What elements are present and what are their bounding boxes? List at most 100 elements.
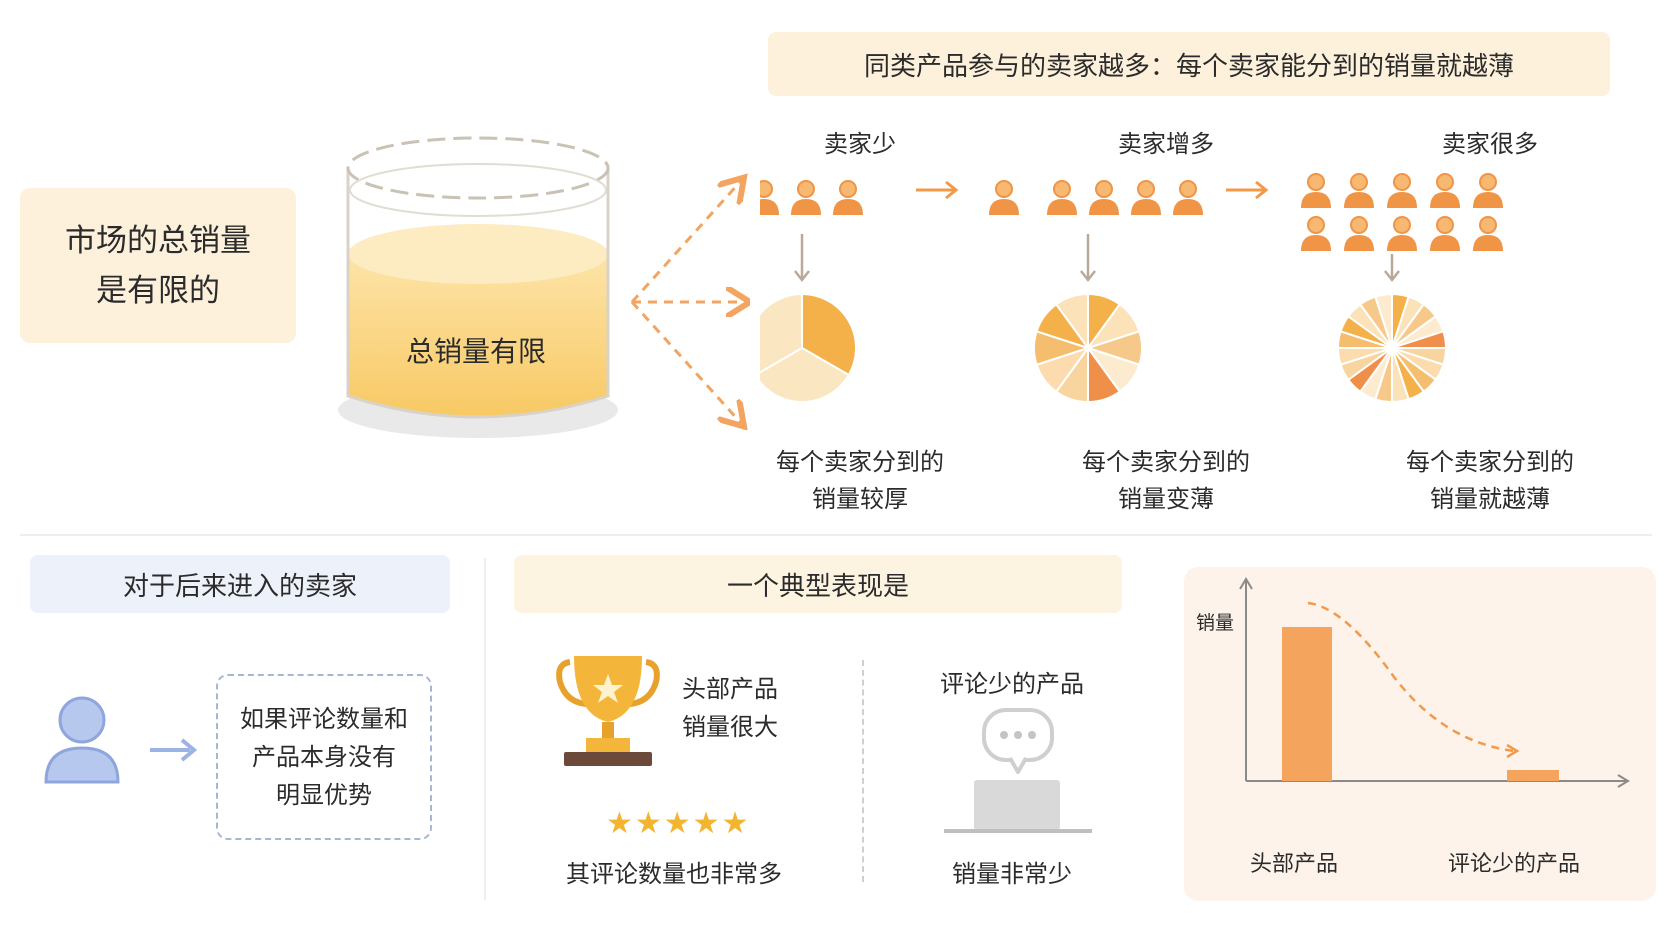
stage-title-few: 卖家少 [824, 130, 896, 158]
low-review-illustration [944, 708, 1092, 833]
seller-person-icon-s1-1 [1053, 180, 1071, 198]
section-divider [20, 534, 1652, 536]
arrow-more-to-many-icon-head [1255, 180, 1269, 200]
seller-person-body-s2-0-3 [1430, 192, 1460, 208]
seller-person-body-s2-1-1 [1344, 235, 1374, 251]
arrow-head [180, 738, 198, 762]
seller-person-body-s1-1 [1047, 199, 1077, 215]
share-more-line2: 销量变薄 [1118, 485, 1214, 513]
laptop-base [944, 829, 1092, 833]
pie-few-slice-1 [760, 346, 851, 403]
seller-person-icon-s2-0-0 [1307, 173, 1325, 191]
share-label-more: 每个卖家分到的 销量变薄 [1046, 444, 1286, 518]
share-few-line2: 销量较厚 [812, 485, 908, 513]
top-product-line2: 销量很大 [682, 713, 778, 741]
trophy-base-top [586, 738, 630, 752]
chart-bar-top-product [1282, 627, 1332, 781]
person-icon [58, 696, 106, 744]
seller-person-body-s0-2 [833, 199, 863, 215]
container-rim [346, 136, 610, 200]
top-product-line1: 头部产品 [682, 675, 778, 703]
chart-category-top: 头部产品 [1250, 852, 1339, 877]
seller-person-icon-s2-1-4 [1479, 216, 1497, 234]
stage-diagram [760, 173, 1503, 404]
seller-person-body-s2-1-2 [1387, 235, 1417, 251]
typical-split-divider [862, 660, 864, 882]
seller-person-body-s1-4 [1173, 199, 1203, 215]
seller-person-icon-s1-3 [1137, 180, 1155, 198]
share-many-line2: 销量就越薄 [1430, 485, 1550, 513]
seller-person-icon-s0-2 [839, 180, 857, 198]
share-label-few: 每个卖家分到的 销量较厚 [740, 444, 980, 518]
pie-many-slice-19 [1374, 292, 1393, 349]
seller-person-body-s2-1-0 [1301, 235, 1331, 251]
top-product-text: 头部产品 销量很大 [682, 670, 778, 746]
typical-header: 一个典型表现是 [514, 555, 1122, 613]
laptop-screen-icon [974, 780, 1060, 830]
person-body [44, 746, 120, 784]
liquid-surface [348, 224, 608, 284]
seller-person-body-s0-1 [791, 199, 821, 215]
bottom-divider [484, 558, 486, 900]
condition-line2: 产品本身没有 [252, 743, 396, 771]
chart-y-axis-arrow [1239, 577, 1253, 590]
seller-person-icon-s0-0 [760, 180, 773, 198]
seller-person-icon-s2-0-4 [1479, 173, 1497, 191]
pie-more-slice-9 [1054, 292, 1089, 352]
share-few-line1: 每个卖家分到的 [776, 448, 944, 476]
chart-decline-curve [1307, 601, 1515, 753]
sales-comparison-chart [1239, 577, 1630, 788]
arrow-down-more-icon-head [1080, 270, 1096, 283]
market-line1: 市场的总销量 [65, 222, 251, 259]
seller-person-icon-s2-0-1 [1350, 173, 1368, 191]
trophy-star-icon [593, 674, 623, 703]
top-reviews-text: 其评论数量也非常多 [566, 860, 782, 888]
seller-person-body-s2-0-0 [1301, 192, 1331, 208]
seller-person-body-s1-2 [1089, 199, 1119, 215]
seller-person-icon-s2-0-3 [1436, 173, 1454, 191]
seller-person-body-s2-0-4 [1473, 192, 1503, 208]
seller-person-body-s1-0 [989, 199, 1019, 215]
trophy-stem [602, 722, 614, 738]
liquid-body [348, 254, 608, 417]
seller-person-icon-s2-1-0 [1307, 216, 1325, 234]
seller-person-icon-s2-1-3 [1436, 216, 1454, 234]
share-more-line1: 每个卖家分到的 [1082, 448, 1250, 476]
share-many-line1: 每个卖家分到的 [1406, 448, 1574, 476]
pie-few-slice-2 [760, 292, 803, 374]
seller-person-icon-s2-0-2 [1393, 173, 1411, 191]
market-line2: 是有限的 [96, 272, 220, 309]
seller-person-body-s2-1-3 [1430, 235, 1460, 251]
seller-person-icon-s2-1-2 [1393, 216, 1411, 234]
condition-box: 如果评论数量和 产品本身没有 明显优势 [216, 674, 432, 840]
trophy-handle-right [629, 659, 660, 707]
stage-title-many: 卖家很多 [1442, 130, 1538, 158]
arrow-few-to-more-icon-head [945, 180, 959, 200]
dot-1 [1000, 731, 1008, 739]
seller-person-icon-s0-1 [797, 180, 815, 198]
share-label-many: 每个卖家分到的 销量就越薄 [1370, 444, 1610, 518]
seller-person-icon-s1-4 [1179, 180, 1197, 198]
condition-line3: 明显优势 [276, 781, 372, 809]
chart-ylabel: 销量 [1196, 612, 1235, 634]
container-wall [346, 168, 610, 419]
container-label: 总销量有限 [405, 335, 546, 368]
seller-person-body-s1-3 [1131, 199, 1161, 215]
dot-2 [1014, 731, 1022, 739]
five-stars-rating: ★★★★★ [606, 806, 751, 841]
seller-person-body-s2-0-1 [1344, 192, 1374, 208]
chart-bar-low-review-product [1507, 770, 1559, 781]
seller-person-icon-s1-2 [1095, 180, 1113, 198]
arrow-down-few-icon-head [794, 270, 810, 283]
container-inner-rim [349, 163, 607, 217]
market-total-box: 市场的总销量 是有限的 [20, 188, 296, 343]
low-review-title: 评论少的产品 [940, 670, 1084, 698]
banner-title: 同类产品参与的卖家越多：每个卖家能分到的销量就越薄 [768, 32, 1610, 96]
sales-container-illustration [338, 136, 618, 438]
trophy-handle-left [556, 659, 587, 707]
later-sellers-header: 对于后来进入的卖家 [30, 555, 450, 613]
arrow-down-many-icon-head [1384, 270, 1400, 283]
trophy-base [564, 752, 652, 766]
arrow-up-right [630, 182, 740, 304]
seller-person-body-s2-1-4 [1473, 235, 1503, 251]
